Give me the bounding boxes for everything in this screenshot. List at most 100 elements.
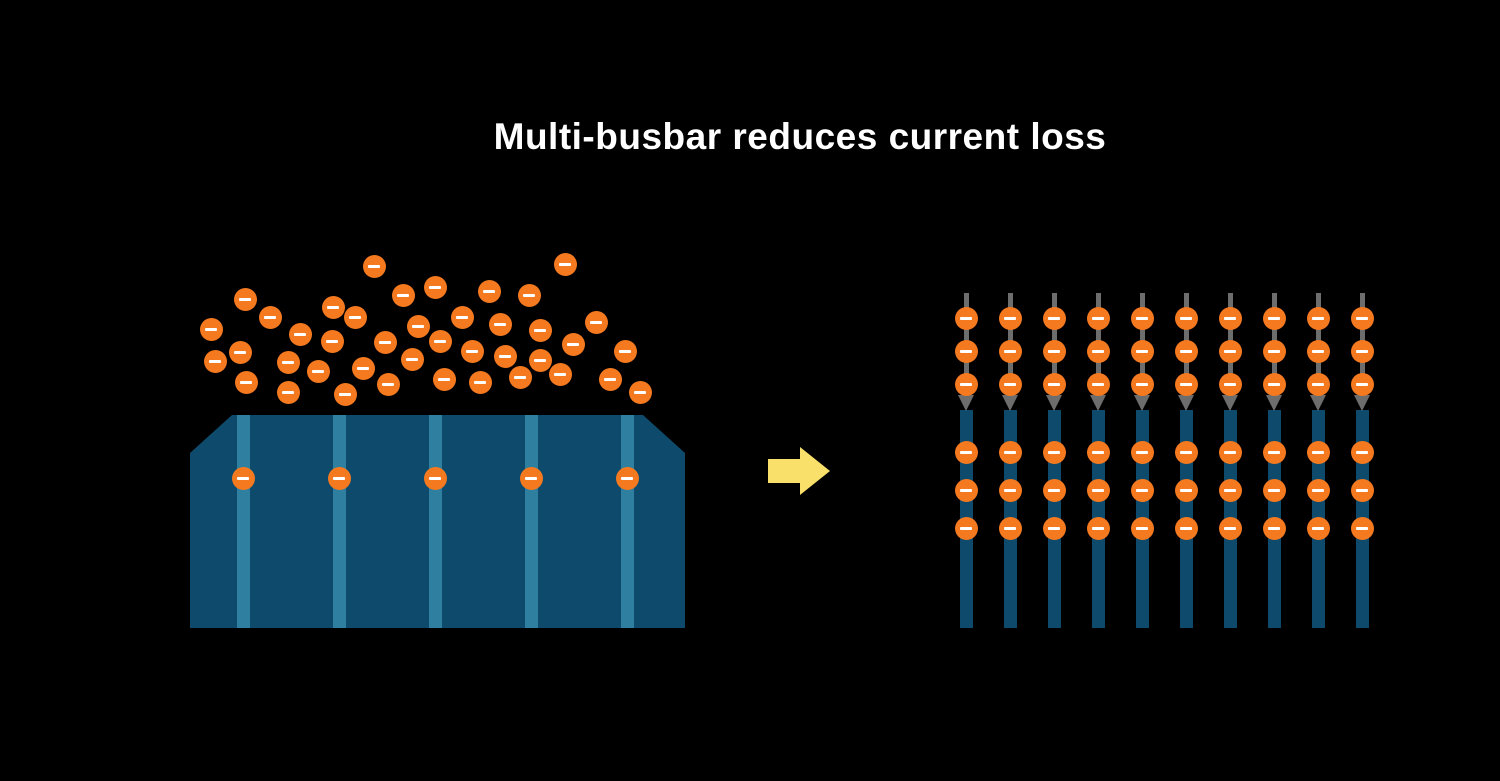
minus-sign bbox=[634, 390, 646, 394]
incoming-electron-icon bbox=[1262, 339, 1286, 363]
free-electron-icon bbox=[343, 305, 367, 329]
minus-sign bbox=[1092, 488, 1104, 492]
busbar-electron-icon bbox=[327, 466, 351, 490]
minus-sign bbox=[523, 293, 535, 297]
minus-sign bbox=[960, 316, 972, 320]
minus-sign bbox=[1180, 349, 1192, 353]
minus-sign bbox=[1048, 382, 1060, 386]
wire-electron-icon bbox=[1218, 516, 1242, 540]
current-arrow-head-icon bbox=[1177, 395, 1194, 411]
incoming-electron-icon bbox=[1130, 306, 1154, 330]
minus-sign bbox=[1180, 488, 1192, 492]
minus-sign bbox=[327, 305, 339, 309]
wire-electron-icon bbox=[1262, 440, 1286, 464]
incoming-electron-icon bbox=[1306, 339, 1330, 363]
minus-sign bbox=[1136, 316, 1148, 320]
minus-sign bbox=[621, 476, 633, 480]
incoming-electron-icon bbox=[1262, 372, 1286, 396]
minus-sign bbox=[234, 350, 246, 354]
incoming-electron-icon bbox=[1042, 339, 1066, 363]
minus-sign bbox=[1356, 349, 1368, 353]
free-electron-icon bbox=[517, 283, 541, 307]
incoming-electron-icon bbox=[1306, 306, 1330, 330]
free-electron-icon bbox=[561, 332, 585, 356]
free-electron-icon bbox=[234, 370, 258, 394]
free-electron-icon bbox=[432, 367, 456, 391]
minus-sign bbox=[1092, 526, 1104, 530]
free-electron-icon bbox=[528, 318, 552, 342]
current-arrow-head-icon bbox=[1353, 395, 1370, 411]
minus-sign bbox=[1048, 316, 1060, 320]
minus-sign bbox=[960, 349, 972, 353]
current-arrow-head-icon bbox=[957, 395, 974, 411]
minus-sign bbox=[1268, 349, 1280, 353]
busbar-electron-icon bbox=[519, 466, 543, 490]
minus-sign bbox=[1268, 450, 1280, 454]
minus-sign bbox=[1136, 349, 1148, 353]
minus-sign bbox=[1312, 450, 1324, 454]
free-electron-icon bbox=[400, 347, 424, 371]
wire-electron-icon bbox=[1262, 516, 1286, 540]
wire-electron-icon bbox=[954, 516, 978, 540]
current-arrow-head-icon bbox=[1309, 395, 1326, 411]
wire-electron-icon bbox=[1042, 440, 1066, 464]
minus-sign bbox=[1356, 488, 1368, 492]
incoming-electron-icon bbox=[1218, 306, 1242, 330]
free-electron-icon bbox=[553, 252, 577, 276]
free-electron-icon bbox=[333, 382, 357, 406]
busbar-3 bbox=[428, 415, 442, 628]
incoming-electron-icon bbox=[998, 339, 1022, 363]
current-arrow-head-icon bbox=[1089, 395, 1106, 411]
minus-sign bbox=[434, 339, 446, 343]
minus-sign bbox=[379, 340, 391, 344]
free-electron-icon bbox=[598, 367, 622, 391]
current-arrow-head-icon bbox=[1265, 395, 1282, 411]
incoming-electron-icon bbox=[1174, 306, 1198, 330]
minus-sign bbox=[525, 476, 537, 480]
wire-electron-icon bbox=[1306, 516, 1330, 540]
minus-sign bbox=[1004, 382, 1016, 386]
minus-sign bbox=[960, 526, 972, 530]
minus-sign bbox=[1356, 316, 1368, 320]
minus-sign bbox=[205, 327, 217, 331]
incoming-electron-icon bbox=[1262, 306, 1286, 330]
wire-electron-icon bbox=[1350, 440, 1374, 464]
current-arrow-head-icon bbox=[1221, 395, 1238, 411]
free-electron-icon bbox=[276, 350, 300, 374]
free-electron-icon bbox=[477, 279, 501, 303]
minus-sign bbox=[559, 262, 571, 266]
minus-sign bbox=[1092, 316, 1104, 320]
transition-arrow-icon bbox=[800, 447, 830, 495]
incoming-electron-icon bbox=[1350, 306, 1374, 330]
minus-sign bbox=[1136, 382, 1148, 386]
busbar-1 bbox=[236, 415, 250, 628]
incoming-electron-icon bbox=[954, 306, 978, 330]
free-electron-icon bbox=[276, 380, 300, 404]
incoming-electron-icon bbox=[998, 372, 1022, 396]
minus-sign bbox=[1004, 316, 1016, 320]
minus-sign bbox=[1092, 382, 1104, 386]
minus-sign bbox=[1180, 450, 1192, 454]
wire-electron-icon bbox=[1262, 478, 1286, 502]
minus-sign bbox=[567, 342, 579, 346]
minus-sign bbox=[1224, 526, 1236, 530]
free-electron-icon bbox=[468, 370, 492, 394]
minus-sign bbox=[534, 328, 546, 332]
busbar-electron-icon bbox=[231, 466, 255, 490]
wire-electron-icon bbox=[1174, 516, 1198, 540]
incoming-electron-icon bbox=[1086, 339, 1110, 363]
minus-sign bbox=[1224, 382, 1236, 386]
minus-sign bbox=[619, 349, 631, 353]
minus-sign bbox=[406, 357, 418, 361]
free-electron-icon bbox=[306, 359, 330, 383]
minus-sign bbox=[429, 476, 441, 480]
minus-sign bbox=[1268, 526, 1280, 530]
incoming-electron-icon bbox=[1218, 339, 1242, 363]
wire-electron-icon bbox=[1130, 516, 1154, 540]
free-electron-icon bbox=[406, 314, 430, 338]
free-electron-icon bbox=[488, 312, 512, 336]
wire-electron-icon bbox=[1306, 478, 1330, 502]
wire-electron-icon bbox=[1218, 478, 1242, 502]
minus-sign bbox=[237, 476, 249, 480]
wire-electron-icon bbox=[1086, 440, 1110, 464]
